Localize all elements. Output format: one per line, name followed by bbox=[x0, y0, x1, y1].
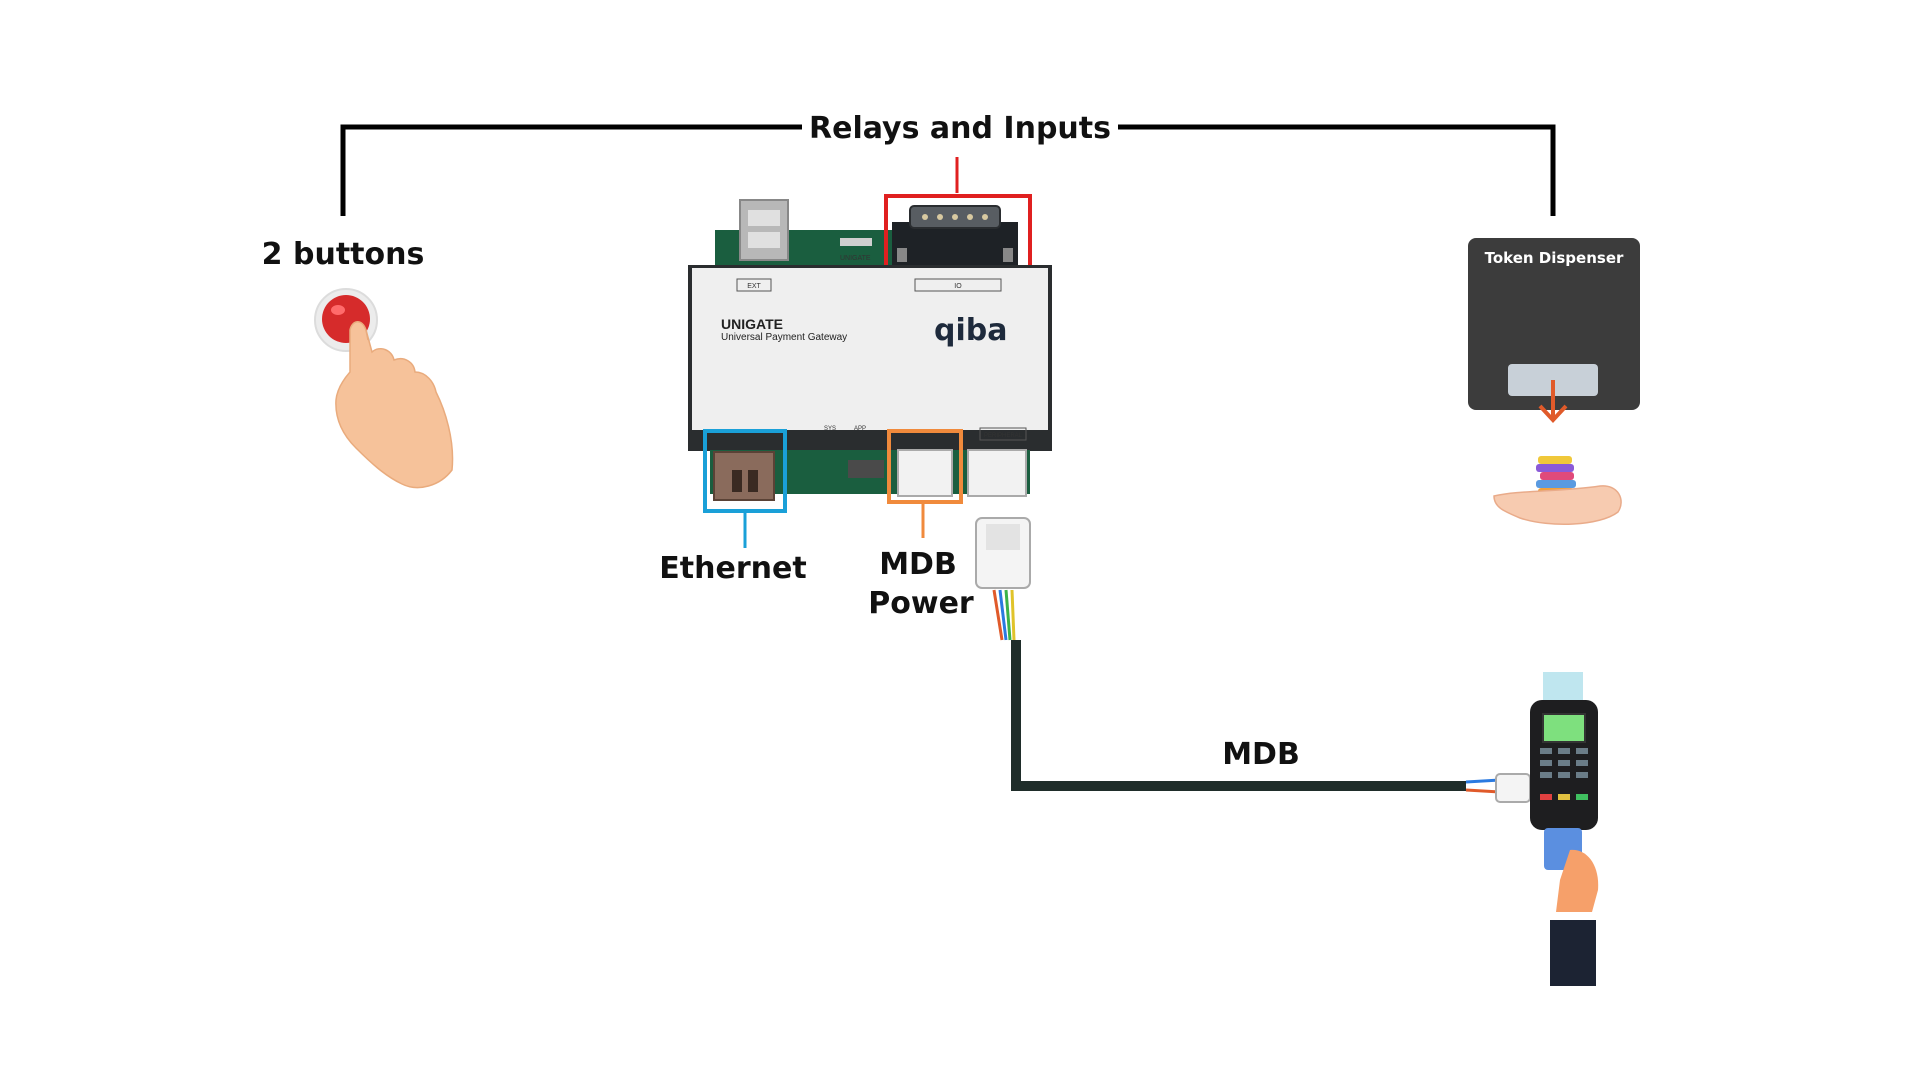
card-payment-terminal-icon bbox=[1530, 672, 1599, 986]
port-ext-label: EXT bbox=[747, 283, 761, 290]
token-dispenser-icon: Token Dispenser bbox=[1468, 238, 1640, 423]
token-dispenser-label: Token Dispenser bbox=[1485, 249, 1624, 267]
mdb-label: MDB bbox=[1222, 737, 1300, 772]
mdb-power-highlight bbox=[887, 429, 963, 504]
device-subtitle: Universal Payment Gateway bbox=[721, 332, 847, 343]
relays-connector-line bbox=[340, 124, 1556, 216]
ethernet-port bbox=[713, 451, 775, 501]
led-sys-label: SYS bbox=[824, 426, 836, 432]
unigate-device: UNIGATE EXT IO UNIGATE Universal Payment… bbox=[688, 194, 1052, 513]
push-button-hand-icon bbox=[314, 288, 454, 489]
tokens-hand-icon bbox=[1493, 456, 1622, 525]
buttons-label: 2 buttons bbox=[262, 237, 425, 272]
device-brand: UNIGATE bbox=[721, 316, 783, 332]
qiba-logo: qiba bbox=[934, 313, 1007, 348]
ethernet-highlight bbox=[703, 429, 787, 513]
port-peripheral-label: PERIPHERAL bbox=[984, 433, 1023, 439]
mdb-cable bbox=[975, 517, 1531, 803]
mdb-power-port bbox=[897, 449, 953, 497]
pcb-label: UNIGATE bbox=[840, 255, 871, 262]
mdb-power-label-line1: MDB bbox=[879, 547, 957, 582]
ethernet-label: Ethernet bbox=[659, 551, 806, 586]
relays-label: Relays and Inputs bbox=[809, 111, 1111, 146]
port-io-label: IO bbox=[954, 283, 962, 290]
led-app-label: APP bbox=[854, 426, 866, 432]
mdb-power-label-line2: Power bbox=[868, 586, 974, 621]
